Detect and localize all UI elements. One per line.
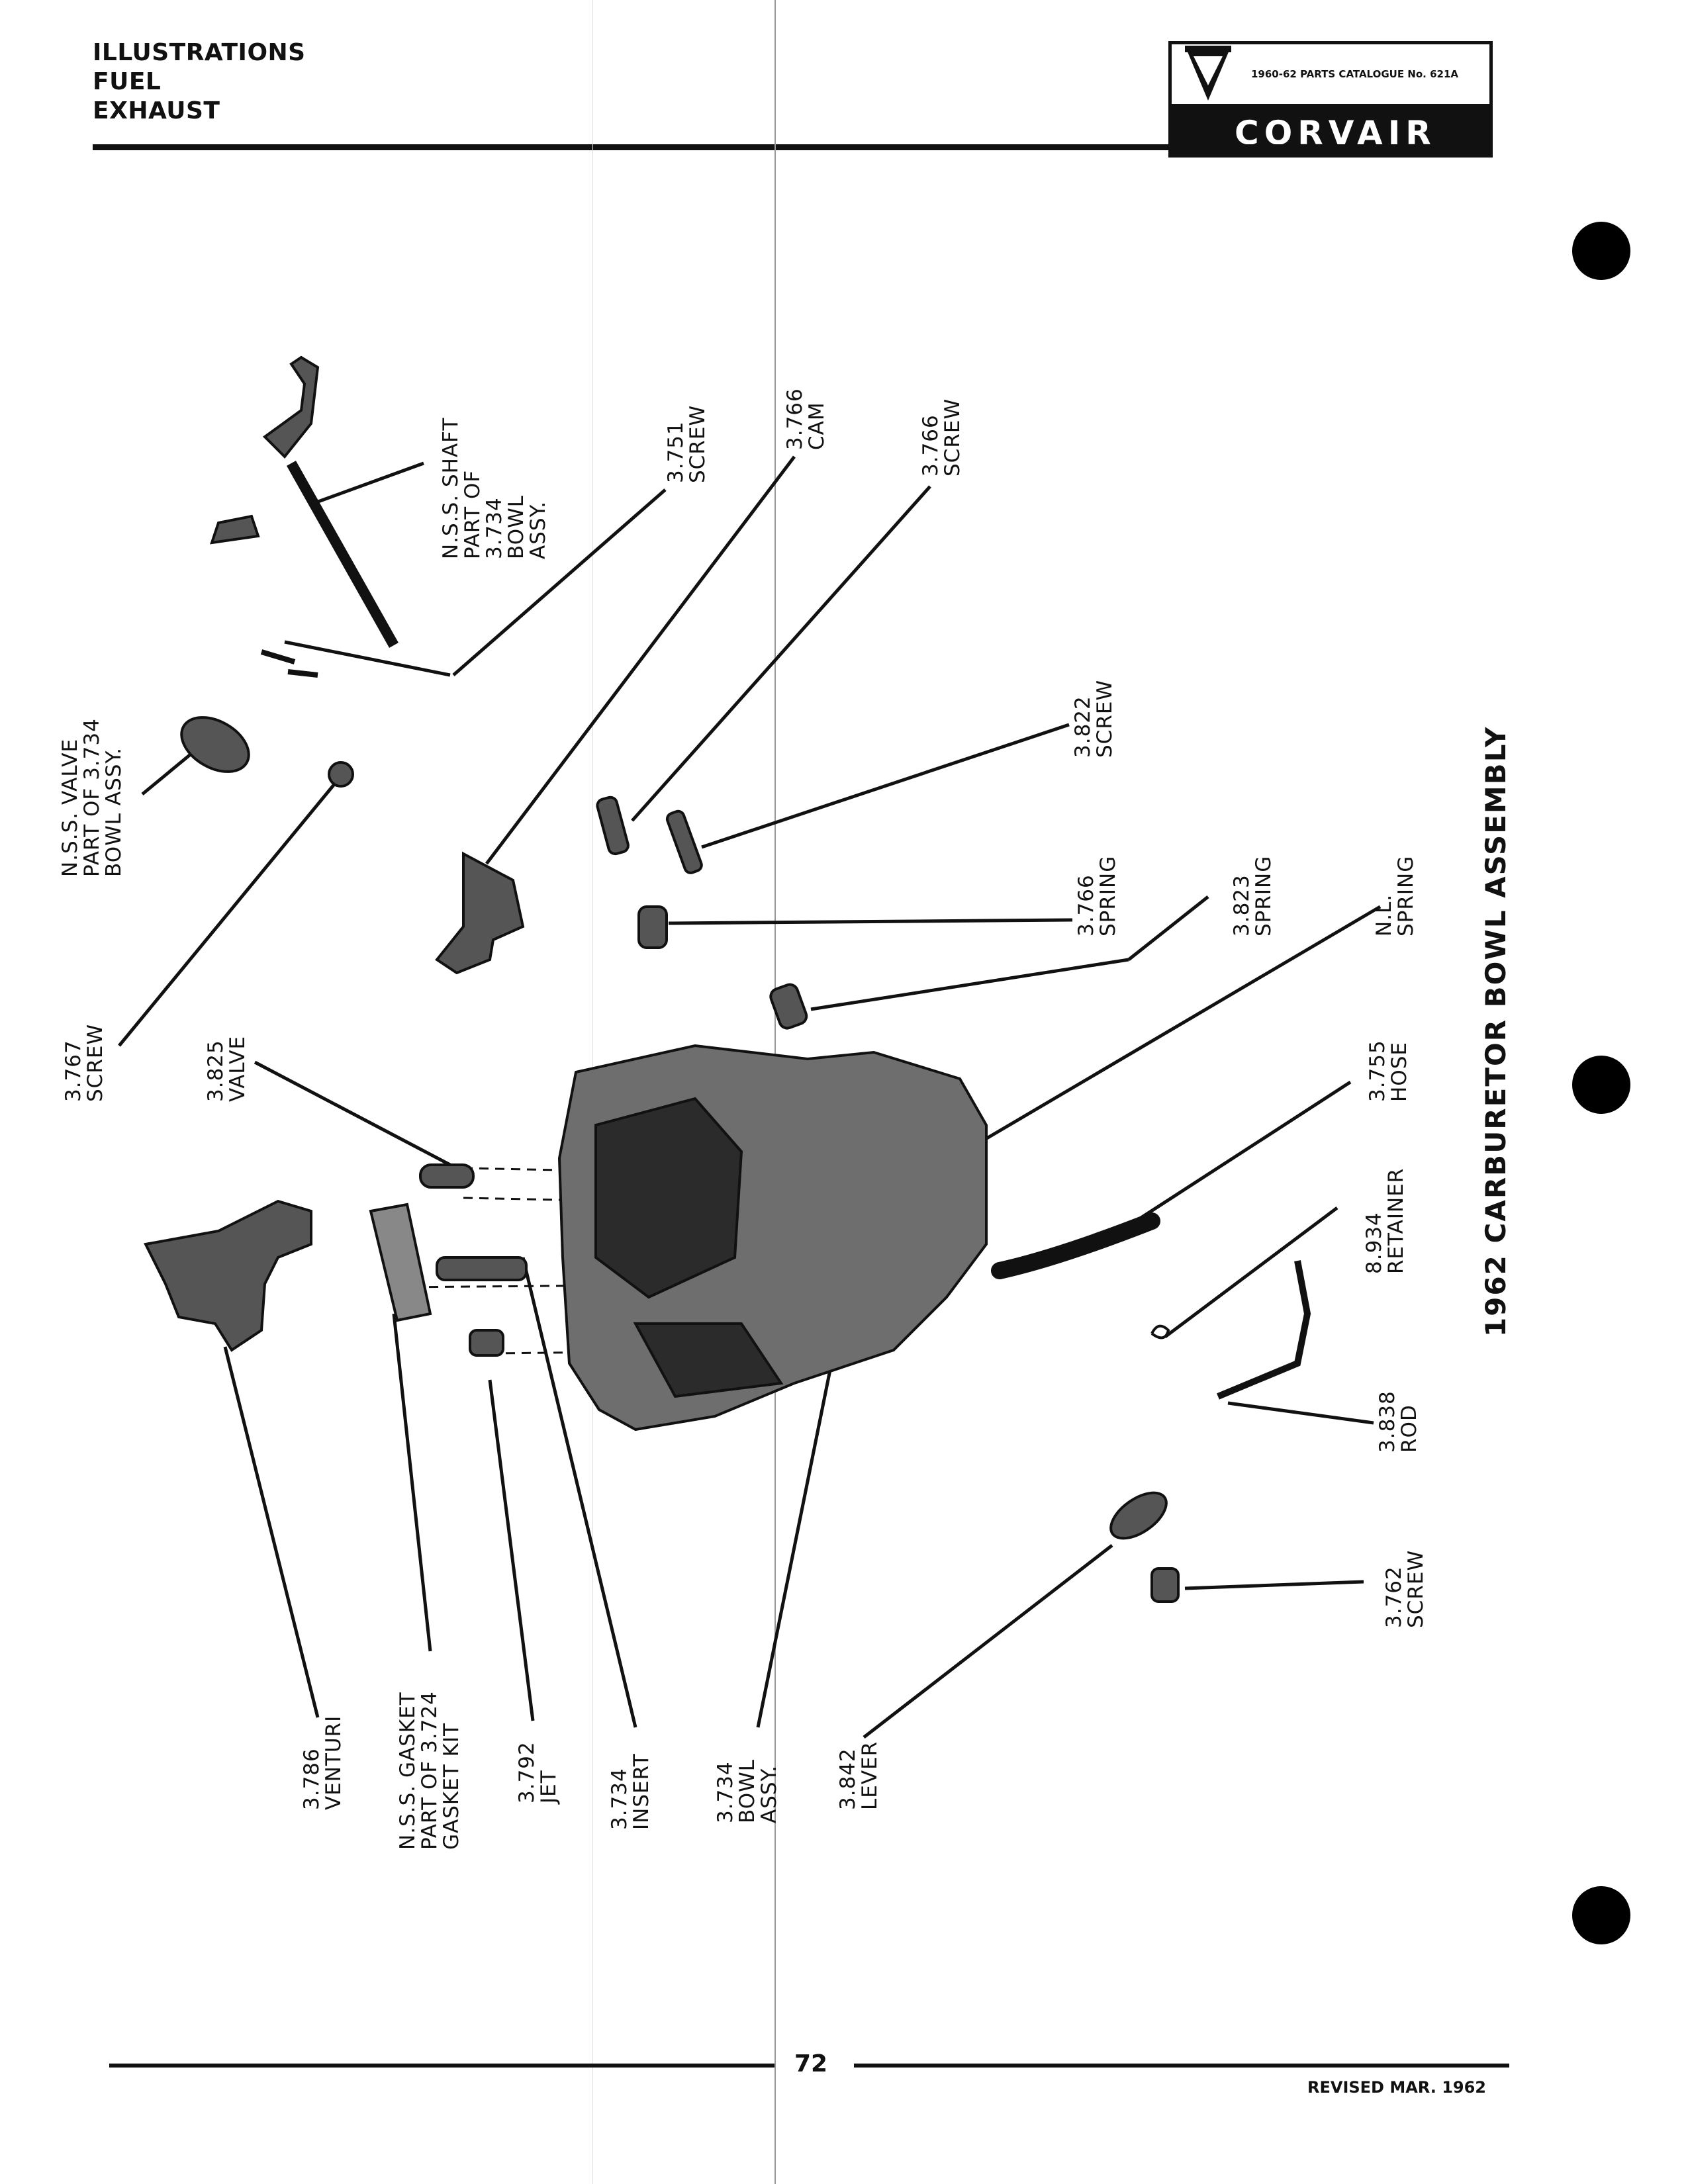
footer-rule-right	[854, 2064, 1509, 2068]
callout-spring-3823: 3.823 SPRING	[1230, 855, 1276, 936]
leader-retainer	[1164, 1206, 1338, 1338]
callout-insert-3734: 3.734 INSERT	[608, 1753, 653, 1830]
leader-rod-3838	[1227, 1401, 1374, 1425]
callout-gasket-nss: N.S.S. GASKET PART OF 3.724 GASKET KIT	[396, 1691, 463, 1850]
footer-rule-left	[109, 2064, 774, 2068]
revised-date: REVISED MAR. 1962	[1307, 2078, 1486, 2097]
binder-hole-top	[1572, 222, 1630, 280]
callout-spring-3766: 3.766 SPRING	[1074, 855, 1120, 936]
callout-valve-3825: 3.825 VALVE	[204, 1035, 250, 1102]
callout-shaft: N.S.S. SHAFT PART OF 3.734 BOWL ASSY.	[439, 417, 550, 559]
leader-spring-3766	[668, 918, 1073, 925]
leader-shaft	[314, 461, 424, 505]
callout-screw-3751: 3.751 SCREW	[664, 404, 710, 483]
cam-part	[435, 851, 525, 975]
callout-valve-nss: N.S.S. VALVE PART OF 3.734 BOWL ASSY.	[58, 718, 126, 877]
binder-hole-bottom	[1572, 1886, 1630, 1944]
callout-screw-3767: 3.767 SCREW	[62, 1023, 107, 1102]
leader-hose-3755	[1114, 1080, 1352, 1236]
header-line-exhaust: EXHAUST	[93, 97, 220, 124]
venturi-part	[144, 1199, 312, 1352]
callout-hose-3755: 3.755 HOSE	[1366, 1040, 1411, 1102]
callout-screw-3762: 3.762 SCREW	[1382, 1549, 1428, 1628]
leader-screw-3767	[118, 783, 336, 1047]
leader-insert	[521, 1257, 637, 1728]
callout-screw-3822: 3.822 SCREW	[1071, 679, 1117, 758]
leader-spring-3823	[810, 958, 1129, 1011]
callout-screw-3766: 3.766 SCREW	[919, 398, 964, 477]
header-line-fuel: FUEL	[93, 68, 162, 95]
leader-venturi	[223, 1346, 320, 1718]
leader-screw-3751	[452, 488, 667, 676]
leader-gasket	[392, 1313, 432, 1652]
callout-cam-3766: 3.766 CAM	[783, 388, 829, 450]
callout-lever-3842: 3.842 LEVER	[836, 1741, 882, 1810]
leader-screw-3822	[701, 723, 1070, 849]
callout-spring-nl: N.L. SPRING	[1372, 855, 1418, 936]
callout-retainer-8934: 8.934 RETAINER	[1362, 1167, 1408, 1274]
leader-bowl	[756, 1366, 833, 1728]
leader-screw-3762	[1184, 1580, 1364, 1590]
page-title: 1962 CARBURETOR BOWL ASSEMBLY	[1479, 725, 1512, 1337]
leader-screw-3766	[631, 485, 931, 822]
throttle-lever-part	[262, 355, 320, 459]
header-line-illustrations: ILLUSTRATIONS	[93, 39, 306, 66]
corvair-emblem-icon	[1185, 46, 1231, 101]
callout-jet-3792: 3.792 JET	[515, 1741, 561, 1803]
page-number: 72	[794, 2050, 828, 2077]
callout-rod-3838: 3.838 ROD	[1376, 1390, 1421, 1453]
callout-venturi-3786: 3.786 VENTURI	[300, 1715, 346, 1810]
callout-bowl-3734: 3.734 BOWL ASSY.	[714, 1758, 781, 1823]
leader-valve-3825	[254, 1060, 451, 1167]
leader-cam-3766	[485, 455, 796, 865]
leader-jet	[488, 1379, 535, 1721]
leader-lever	[863, 1544, 1113, 1739]
catalogue-number: 1960-62 PARTS CATALOGUE No. 621A	[1251, 68, 1458, 80]
binder-hole-middle	[1572, 1056, 1630, 1114]
header-rule	[93, 144, 1493, 150]
